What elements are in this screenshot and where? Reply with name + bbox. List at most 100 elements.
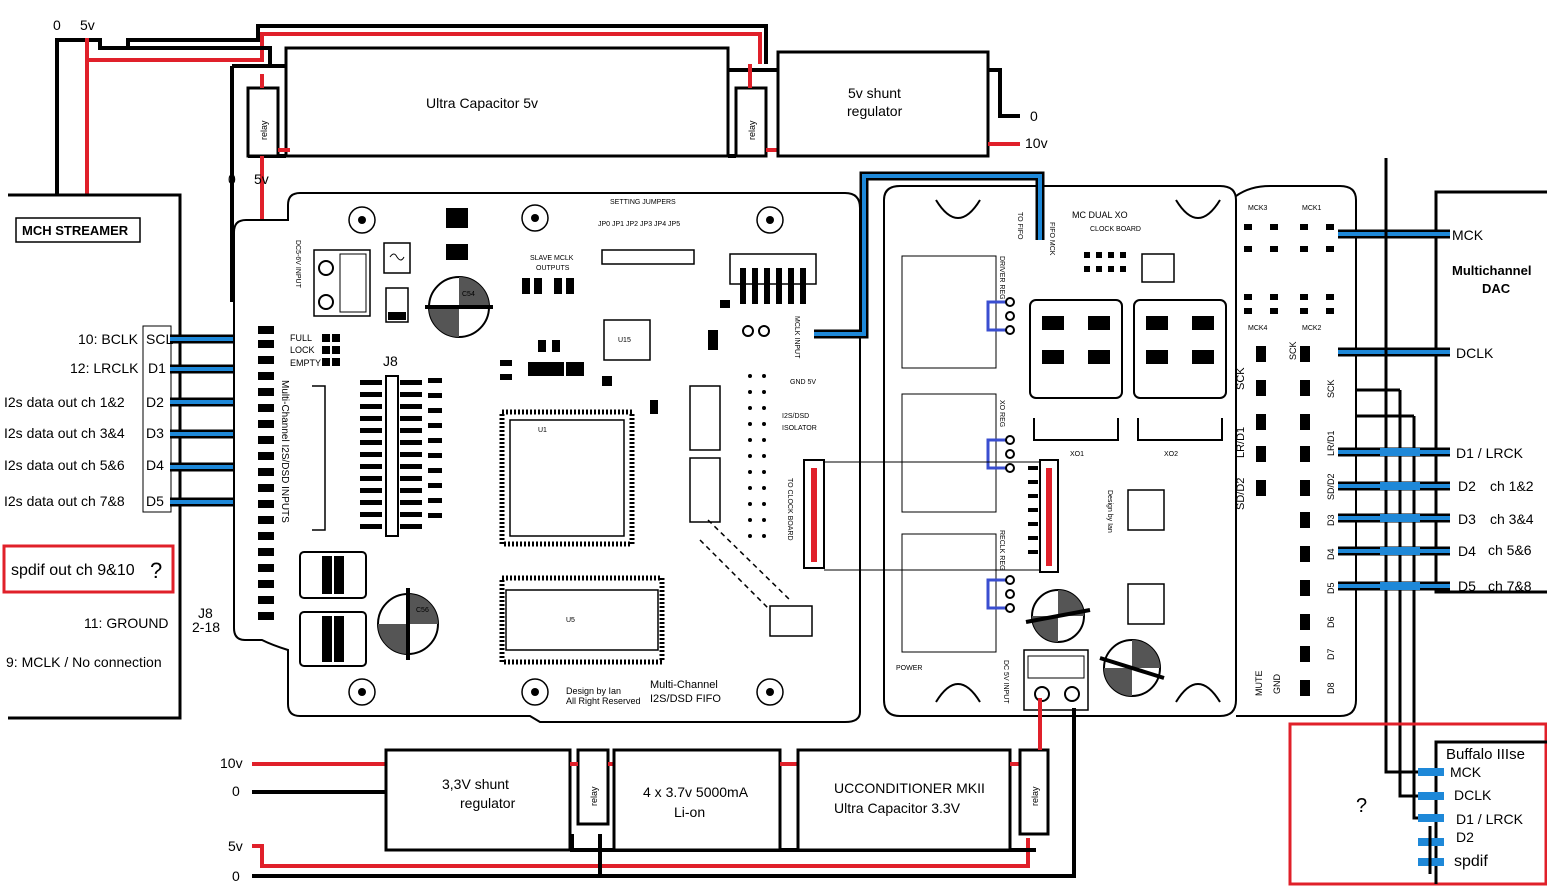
shunt-out-zero-label: 0 <box>1030 108 1038 124</box>
xo1-bracket <box>1033 418 1119 441</box>
streamer-sig-4: D3 <box>146 425 164 441</box>
j15-pin <box>762 534 766 538</box>
streamer-sig-2: D1 <box>148 360 166 376</box>
relay-bottom-right <box>1018 748 1050 836</box>
clock-right-pad <box>1300 346 1310 362</box>
j8-pin <box>400 488 422 493</box>
fifo-title-line1: Multi-Channel <box>650 679 718 691</box>
reg-pin <box>1005 575 1015 585</box>
input-pad <box>258 372 274 380</box>
xo2-pad <box>1192 350 1214 364</box>
mclk-wire <box>814 174 1042 336</box>
terminal-screw <box>318 260 334 276</box>
reg-pins <box>1005 297 1015 613</box>
slave-mclk-line1: SLAVE MCLK <box>530 255 574 262</box>
j21-pin <box>800 268 806 304</box>
xo2-label: XO2 <box>1164 451 1178 458</box>
fifo-inputs-label: Multi-Channel I2S/DSD INPUTS <box>279 380 290 523</box>
dac-pin-dclk: DCLK <box>1456 345 1494 361</box>
j8-pin <box>360 428 382 433</box>
clock-connector-pin <box>1028 550 1038 554</box>
buffalo-outline <box>1434 740 1547 884</box>
mclk-pad <box>522 278 530 294</box>
buffalo-annotation-box <box>1288 722 1547 886</box>
mck4-label: MCK4 <box>1248 325 1268 332</box>
j8-pin <box>360 416 382 421</box>
streamer-pin-6-label: I2s data out ch 7&8 <box>4 493 125 509</box>
buffalo-pin-mark <box>1418 768 1444 776</box>
input-pad <box>258 548 274 556</box>
wire-streamer-ground <box>55 24 768 195</box>
bus-line-d1 <box>1412 416 1430 820</box>
reg-pin <box>1005 589 1015 599</box>
mount-hole <box>531 214 539 222</box>
reg-pin <box>1005 297 1015 307</box>
j8-bracket <box>312 385 326 531</box>
input-pad <box>258 532 274 540</box>
xo1-pad <box>1088 350 1110 364</box>
capacitor-j18 <box>299 551 367 599</box>
chip-u15 <box>603 319 651 361</box>
spdif-label: spdif out ch 9&10 <box>11 562 135 579</box>
mck-pad <box>1244 224 1252 230</box>
terminal-gnd <box>742 325 754 337</box>
streamer-signal-wires <box>170 334 240 507</box>
capacitor-c54-fill2 <box>429 307 459 337</box>
clock-right-pad <box>1256 380 1266 396</box>
clock-dc-input-label: DC 5V INPUT <box>1002 660 1009 704</box>
mck1-label: MCK1 <box>1302 205 1322 212</box>
mck-pad <box>1270 294 1278 300</box>
clock-right-pad <box>1256 446 1266 462</box>
ultracap-5v <box>284 46 730 158</box>
isolator-line2: ISOLATOR <box>782 425 817 432</box>
buffalo-dac: Buffalo IIIse ? MCK DCLK D1 / LRCK D2 sp… <box>1288 722 1547 886</box>
ucconditioner <box>796 748 1012 852</box>
input-pad <box>258 484 274 492</box>
bus-crossing-marks <box>1380 448 1420 590</box>
mck-pad <box>1244 246 1252 252</box>
j8-pin <box>400 392 422 397</box>
mck-pad <box>1270 246 1278 252</box>
clock-connector-j20-red <box>1046 468 1052 566</box>
j8-pin <box>400 428 422 433</box>
clock-right-pad <box>1300 680 1310 696</box>
mount-hole <box>531 688 539 696</box>
mck-pad <box>1300 246 1308 252</box>
j15-pin <box>748 534 752 538</box>
clock-left-lr: LR/D1 <box>1235 427 1247 458</box>
clock-connector-pin <box>1028 466 1038 470</box>
chip-u8 <box>689 385 721 451</box>
j8-header <box>385 375 399 537</box>
xo-reg-label: XO REG <box>998 400 1005 427</box>
j15-pin <box>748 502 752 506</box>
j8-pin <box>360 464 382 469</box>
buffalo-pin-spdif: spdif <box>1454 853 1488 870</box>
buffalo-title: Buffalo IIIse <box>1446 746 1525 763</box>
clock-right-3: LR/D1 <box>1326 430 1336 456</box>
clock-area-2 <box>901 393 997 513</box>
clock-pad <box>1108 266 1114 272</box>
wire-streamer-5v <box>85 32 762 195</box>
chip-u7 <box>769 605 813 637</box>
j8-pin <box>360 488 382 493</box>
fifo-title-line2: I2S/DSD FIFO <box>650 693 721 705</box>
clock-connector-pin <box>1028 494 1038 498</box>
fifo-board: DC5-6V INPUT C54 FULL LOCK EMPTY <box>233 192 861 723</box>
mch-streamer: MCH STREAMER 10: BCLK 12: LRCLK I2s data… <box>2 193 240 720</box>
smd-pad <box>650 400 658 414</box>
to-clock-board-label: TO CLOCK BOARD <box>786 478 793 541</box>
fifo-small-parts <box>500 300 730 414</box>
setting-jumpers-label: SETTING JUMPERS <box>610 199 676 206</box>
clock-title-line2: CLOCK BOARD <box>1090 226 1141 233</box>
bottom-wire-5v <box>252 838 1030 868</box>
j15-pin <box>762 422 766 426</box>
clock-connector-pins <box>1028 466 1038 554</box>
clock-fifo-mck: FIFO MCK <box>1048 222 1055 256</box>
component-d14-band <box>388 312 406 320</box>
input-pad <box>258 564 274 572</box>
j8-pin <box>360 392 382 397</box>
ucc-line2: Ultra Capacitor 3.3V <box>834 800 961 816</box>
dac-pin-mck: MCK <box>1452 227 1484 243</box>
reg-pin <box>1005 435 1015 445</box>
